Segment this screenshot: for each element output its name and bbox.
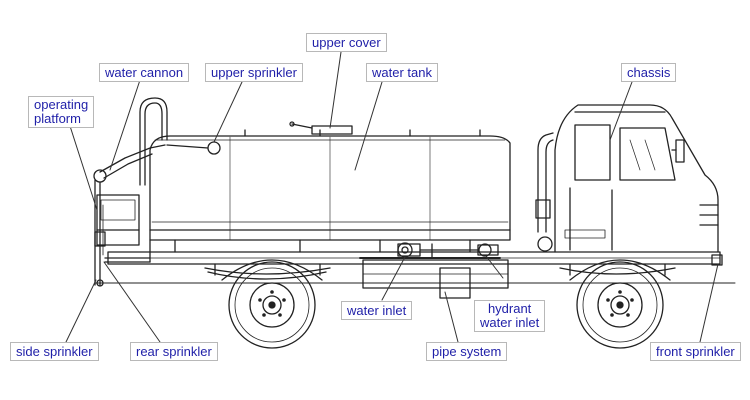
- label-operating-platform-line1: operating: [34, 97, 89, 112]
- leader-upper-sprinkler: [213, 81, 243, 143]
- label-side-sprinkler: side sprinkler: [10, 342, 99, 361]
- leader-pipe-system: [444, 291, 459, 343]
- label-upper-cover: upper cover: [306, 33, 387, 52]
- pipe-system-part: [359, 242, 509, 299]
- leader-water-cannon: [109, 79, 141, 171]
- front-wheel: [569, 259, 671, 349]
- water-tank-body: [149, 129, 511, 253]
- cab-part: [554, 104, 723, 266]
- label-hydrant-line2: water inlet: [480, 315, 540, 330]
- leader-rear-sprinkler: [103, 261, 161, 343]
- rear-wheel: [221, 259, 323, 349]
- leader-chassis: [609, 81, 633, 141]
- label-front-sprinkler: front sprinkler: [650, 342, 741, 361]
- label-upper-sprinkler: upper sprinkler: [205, 63, 303, 82]
- upper-cover-part: [289, 121, 353, 135]
- label-hydrant-water-inlet: hydrant water inlet: [474, 300, 546, 332]
- label-pipe-system: pipe system: [426, 342, 508, 361]
- label-water-tank: water tank: [366, 63, 438, 82]
- exhaust-stack: [535, 132, 554, 252]
- leader-operating-platform: [69, 125, 98, 211]
- leader-water-tank: [354, 81, 383, 171]
- label-operating-platform-line2: platform: [34, 111, 81, 126]
- label-chassis: chassis: [621, 63, 677, 82]
- label-rear-sprinkler: rear sprinkler: [130, 342, 218, 361]
- leader-water-inlet: [381, 256, 406, 301]
- label-operating-platform: operating platform: [28, 96, 95, 128]
- leader-front-sprinkler: [699, 263, 719, 343]
- leader-side-sprinkler: [65, 279, 97, 343]
- label-water-cannon: water cannon: [99, 63, 190, 82]
- leader-lines: [65, 51, 719, 343]
- label-water-inlet: water inlet: [341, 301, 413, 320]
- label-hydrant-line1: hydrant: [487, 301, 532, 316]
- leader-upper-cover: [329, 51, 342, 129]
- rear-equipment: [93, 97, 221, 287]
- leader-hydrant-inlet: [485, 255, 504, 279]
